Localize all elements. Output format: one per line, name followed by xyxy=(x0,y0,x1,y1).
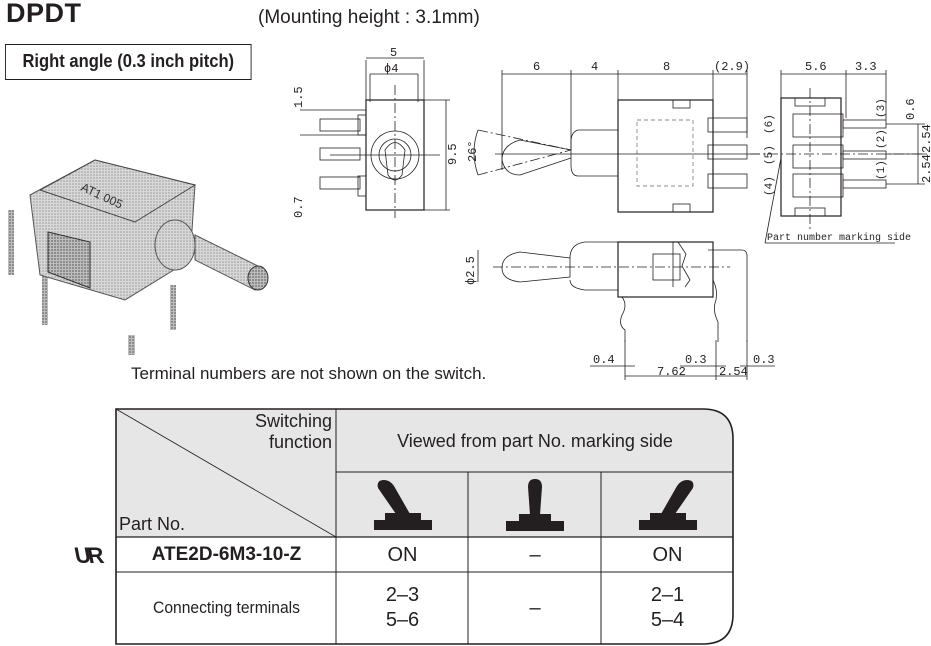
dim-2-54: 2.54 xyxy=(719,365,748,379)
switch-photo: AT1 005 xyxy=(8,159,269,355)
dim-4: 4 xyxy=(591,60,598,74)
dim-diameter-2-5: ϕ2.5 xyxy=(464,256,478,285)
state-right: ON xyxy=(652,543,683,566)
side-view-drawing: 6 4 8 (2.9) 26° xyxy=(466,60,760,213)
dim-0-6: 0.6 xyxy=(904,98,918,120)
bottom-view-drawing: ϕ2.5 0.4 0.3 0.3 7.62 2.54 xyxy=(464,241,775,380)
terminals-right-line-1: 2–1 xyxy=(650,584,685,606)
dim-26-deg: 26° xyxy=(466,140,480,162)
position-cell-center xyxy=(469,473,601,537)
terminal-label-6: (6) xyxy=(764,114,776,134)
toggle-center-icon xyxy=(506,479,564,531)
corner-header-switching-function: Switching function xyxy=(225,410,332,454)
dim-6: 6 xyxy=(533,60,540,74)
part-number: ATE2D-6M3-10-Z xyxy=(151,544,302,565)
dim-0-4: 0.4 xyxy=(593,353,615,367)
connecting-terminals-label: Connecting terminals xyxy=(153,598,300,617)
terminal-label-5: (5) xyxy=(764,145,776,165)
terminals-left-line-2: 5–6 xyxy=(385,609,420,631)
corner-header-line-1: Switching xyxy=(254,411,332,431)
terminals-right-line-2: 5–4 xyxy=(650,609,685,631)
marking-side-callout: Part number marking side xyxy=(767,232,911,244)
terminal-view-drawing: 5.6 3.3 (6) (5) (4) (3) (2) (1) 0.6 2.54… xyxy=(750,60,931,244)
position-cell-right xyxy=(602,473,733,537)
dim-1-5: 1.5 xyxy=(292,86,306,108)
terminals-center: – xyxy=(529,596,541,619)
viewed-header: Viewed from part No. marking side xyxy=(397,430,673,451)
terminals-left-line-1: 2–3 xyxy=(385,584,420,606)
dim-height-9-5: 9.5 xyxy=(446,143,460,165)
toggle-left-icon xyxy=(373,480,432,530)
corner-header-line-2: function xyxy=(268,432,332,452)
front-view-drawing: 5 ϕ4 9.5 1.5 0.7 xyxy=(292,46,460,218)
terminal-note: Terminal numbers are not shown on the sw… xyxy=(131,364,487,383)
toggle-right-icon xyxy=(638,480,697,530)
terminal-label-1: (1) xyxy=(876,160,888,180)
state-center: – xyxy=(529,543,541,566)
terminals-right: 2–1 5–4 xyxy=(602,573,733,643)
dim-2-54-upper: 2.54 xyxy=(920,124,931,153)
terminal-label-3: (3) xyxy=(876,98,888,118)
terminal-label-4: (4) xyxy=(764,176,776,196)
dim-5-6: 5.6 xyxy=(805,60,827,74)
state-left: ON xyxy=(387,543,418,566)
ul-recognized-icon: ЯU xyxy=(78,543,104,568)
dim-diameter-4: ϕ4 xyxy=(384,62,398,76)
product-title: DPDT xyxy=(6,0,82,28)
dim-8: 8 xyxy=(663,60,670,74)
dim-width-5: 5 xyxy=(390,46,397,60)
dim-0-3-mid: 0.3 xyxy=(685,353,707,367)
dim-7-62: 7.62 xyxy=(657,365,686,379)
position-cell-left xyxy=(337,473,468,537)
dim-3-3: 3.3 xyxy=(855,60,877,74)
dim-0-3-right: 0.3 xyxy=(753,353,775,367)
variant-subtitle: Right angle (0.3 inch pitch) xyxy=(5,44,252,80)
dim-0-7: 0.7 xyxy=(292,196,306,218)
switching-function-table: Switching function Part No. Viewed from … xyxy=(115,408,734,645)
corner-header-part-no: Part No. xyxy=(119,513,186,534)
mounting-height: (Mounting height : 3.1mm) xyxy=(258,7,480,28)
dim-2-54-lower: 2.54 xyxy=(920,154,931,183)
dim-2-9: (2.9) xyxy=(714,60,750,74)
terminals-left: 2–3 5–6 xyxy=(337,573,468,643)
terminal-label-2: (2) xyxy=(876,129,888,149)
